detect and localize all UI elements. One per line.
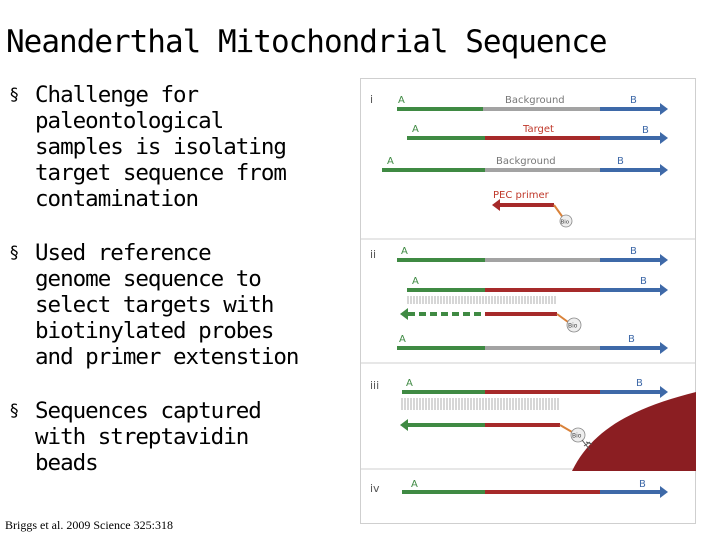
strand-iii-target bbox=[402, 386, 668, 398]
bullet-marker: § bbox=[10, 85, 18, 105]
panel-label-iii: iii bbox=[370, 379, 379, 392]
bullet-marker: § bbox=[10, 401, 18, 421]
label-background: Background bbox=[505, 95, 565, 106]
extended-primer: Bio bbox=[400, 308, 582, 333]
bullet-line: paleontological bbox=[35, 108, 224, 134]
label-b: B bbox=[636, 378, 643, 389]
bullet-item-capture: § Sequences captured with streptavidin b… bbox=[8, 398, 262, 476]
capture-diagram: i ii iii iv A Background B A Target B bbox=[360, 78, 696, 524]
panel-label-iv: iv bbox=[370, 482, 380, 495]
label-b: B bbox=[640, 276, 647, 287]
bullet-line: genome sequence to bbox=[35, 266, 262, 292]
label-a: A bbox=[411, 479, 418, 490]
strand-background-1 bbox=[397, 103, 668, 115]
streptavidin-bead bbox=[572, 392, 696, 471]
bullet-line: target sequence from bbox=[35, 160, 287, 186]
strand-iv-target bbox=[402, 486, 668, 498]
strand-background-2 bbox=[382, 164, 668, 176]
label-a: A bbox=[387, 156, 394, 167]
capture-diagram-svg: i ii iii iv A Background B A Target B bbox=[360, 78, 696, 524]
strand-ii-2 bbox=[397, 342, 668, 354]
bullet-line: Used reference bbox=[35, 240, 212, 266]
strand-ii-target bbox=[407, 284, 668, 296]
label-bio: Bio bbox=[561, 220, 570, 226]
bullet-line: biotinylated probes bbox=[35, 318, 274, 344]
label-a: A bbox=[401, 246, 408, 257]
label-bio: Bio bbox=[568, 323, 578, 330]
hybridization-ticks bbox=[407, 296, 556, 304]
label-b: B bbox=[630, 246, 637, 257]
label-b: B bbox=[642, 125, 649, 136]
captured-primer: Bio bbox=[400, 419, 593, 451]
bullet-line: Challenge for bbox=[35, 82, 199, 108]
bullet-item-reference-genome: § Used reference genome sequence to sele… bbox=[8, 240, 299, 370]
bullet-line: beads bbox=[35, 450, 99, 476]
bullet-marker: § bbox=[10, 243, 18, 263]
bullet-line: Sequences captured bbox=[35, 398, 262, 424]
bullet-line: samples is isolating bbox=[35, 134, 287, 160]
panel-label-i: i bbox=[370, 93, 373, 106]
bullet-line: and primer extenstion bbox=[35, 344, 299, 370]
label-b: B bbox=[630, 95, 637, 106]
label-a: A bbox=[412, 124, 419, 135]
strand-ii-1 bbox=[397, 254, 668, 266]
bullet-line: contamination bbox=[35, 186, 199, 212]
bullet-item-challenge: § Challenge for paleontological samples … bbox=[8, 82, 287, 212]
bullet-line: with streptavidin bbox=[35, 424, 249, 450]
slide-title: Neanderthal Mitochondrial Sequence bbox=[6, 24, 608, 60]
label-a: A bbox=[412, 276, 419, 287]
label-a: A bbox=[398, 95, 405, 106]
label-a: A bbox=[406, 378, 413, 389]
label-b: B bbox=[639, 479, 646, 490]
label-background: Background bbox=[496, 156, 556, 167]
label-pec-primer: PEC primer bbox=[493, 190, 550, 201]
hybridization-ticks bbox=[401, 398, 559, 410]
label-bio: Bio bbox=[572, 433, 582, 440]
label-target: Target bbox=[522, 124, 554, 135]
panel-label-ii: ii bbox=[370, 248, 376, 261]
bullet-line: select targets with bbox=[35, 292, 274, 318]
label-b: B bbox=[617, 156, 624, 167]
label-a: A bbox=[399, 334, 406, 345]
citation: Briggs et al. 2009 Science 325:318 bbox=[5, 518, 173, 532]
pec-primer-probe: Bio bbox=[492, 199, 573, 228]
strand-target bbox=[407, 132, 668, 144]
label-b: B bbox=[628, 334, 635, 345]
